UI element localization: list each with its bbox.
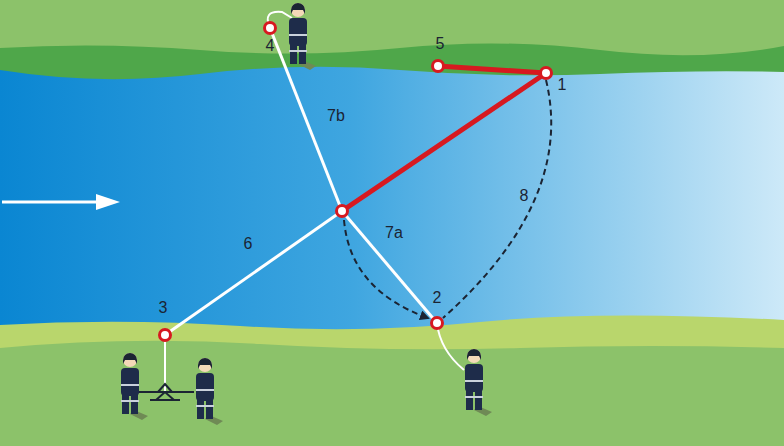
callout-number: 6: [244, 236, 253, 252]
callout-number: 1: [558, 77, 567, 93]
callout-number: 3: [159, 300, 168, 316]
rescuer-figure: [196, 358, 223, 425]
callout-number: 8: [520, 188, 529, 204]
callout-number: 4: [266, 38, 275, 54]
rescuer-figure: [289, 3, 316, 70]
rescuer-figure: [121, 353, 148, 420]
callout-number: 2: [433, 290, 442, 306]
callout-number: 7a: [385, 225, 403, 241]
rescuer-figure: [465, 349, 492, 416]
callout-number: 7b: [327, 108, 345, 124]
callout-number: 5: [436, 36, 445, 52]
